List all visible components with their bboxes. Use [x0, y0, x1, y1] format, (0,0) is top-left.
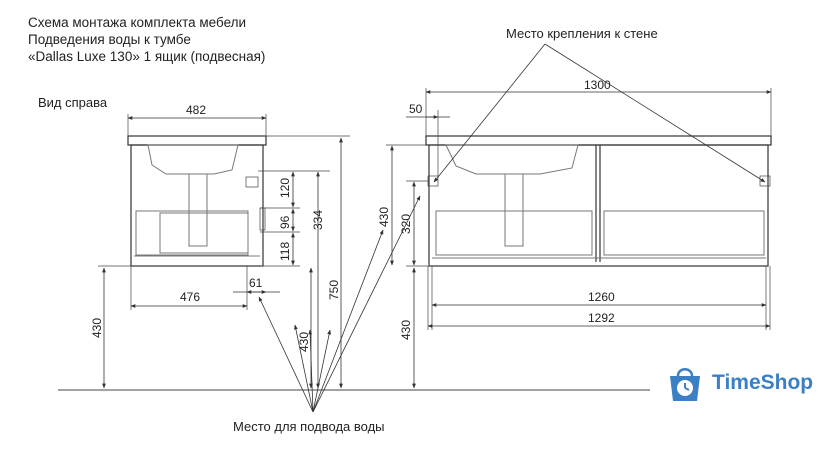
side-view-cabinet: [127, 135, 267, 267]
dim-front-430-top-text: 430: [377, 207, 391, 227]
dim-120-text: 120: [278, 178, 292, 198]
dim-320: 320: [399, 180, 428, 267]
title-line-1: Схема монтажа комплекта мебели: [28, 15, 247, 30]
dim-side-430-pipe-text: 430: [297, 332, 311, 352]
dim-side-430-floor-text: 430: [90, 318, 104, 338]
dim-1260-text: 1260: [588, 290, 615, 304]
dim-50: 50: [406, 102, 450, 176]
dim-front-430-top: 430: [377, 144, 426, 266]
dim-96-text: 96: [278, 215, 292, 229]
dim-750: 750: [264, 135, 350, 389]
wall-mount-label: Место крепления к стене: [506, 26, 658, 41]
logo-text: TimeShop: [712, 371, 814, 394]
water-supply-leaders: [258, 195, 421, 413]
dim-1260: 1260: [431, 266, 767, 330]
dim-334: 334: [311, 171, 325, 389]
title-line-2: Подведения воды к тумбе: [28, 32, 191, 47]
dim-stack: 120 96 118: [258, 170, 330, 267]
front-view-cabinet: [425, 135, 772, 267]
dim-482: 482: [127, 103, 267, 136]
dim-476: 476 61: [130, 266, 280, 310]
shopping-bag-clock-icon: [670, 368, 700, 401]
dim-1300-text: 1300: [584, 78, 611, 92]
side-view-label: Вид справа: [38, 95, 108, 110]
dim-750-text: 750: [327, 280, 341, 300]
dim-482-text: 482: [186, 103, 206, 117]
dim-front-430-floor-text: 430: [399, 320, 413, 340]
wall-mount-leaders: [433, 43, 766, 183]
dim-334-text: 334: [311, 210, 325, 230]
dim-61-text: 61: [249, 276, 263, 290]
dim-476-text: 476: [180, 290, 200, 304]
dim-118-text: 118: [278, 242, 292, 261]
title-line-3: «Dallas Luxe 130» 1 ящик (подвесная): [28, 49, 266, 64]
title-block: Схема монтажа комплекта мебели Подведени…: [28, 14, 265, 65]
dim-50-text: 50: [409, 102, 423, 116]
timeshop-logo[interactable]: TimeShop: [664, 362, 813, 404]
dim-1292: 1292: [427, 266, 771, 330]
dim-side-430-floor: 430: [90, 265, 131, 389]
water-supply-label: Место для подвода воды: [233, 419, 385, 434]
dim-1292-text: 1292: [588, 311, 615, 325]
dim-front-430-floor: 430: [399, 267, 416, 389]
